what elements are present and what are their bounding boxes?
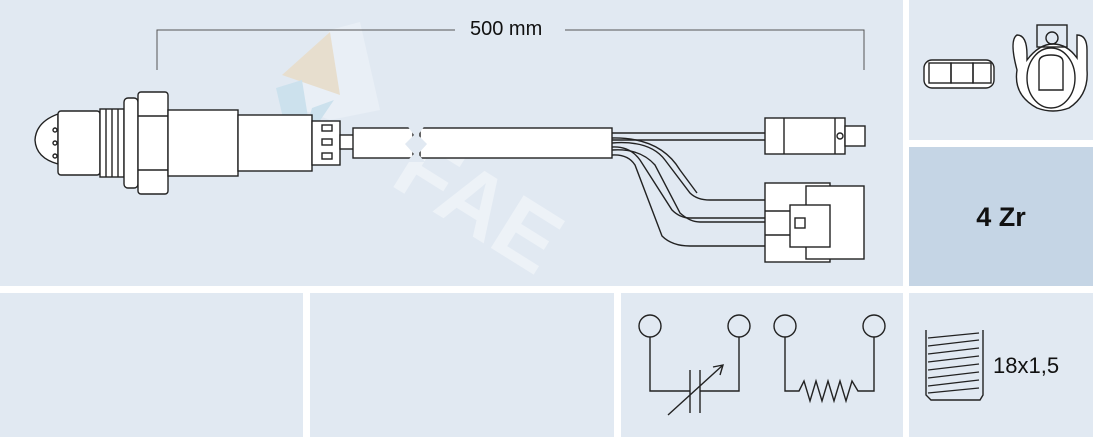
connector-views-panel (909, 0, 1093, 140)
empty-panel-1 (0, 293, 303, 437)
thread-panel: 18x1,5 (909, 293, 1093, 437)
sensor-drawing-panel: FAE (0, 0, 903, 286)
connector-2pin (764, 117, 866, 155)
wire-spec-label: 4 Zr (976, 202, 1026, 232)
dimension-line (156, 29, 865, 70)
circuit-panel (621, 293, 903, 437)
empty-panel-2 (310, 293, 614, 437)
length-dimension-label: 500 mm (470, 18, 543, 40)
heater-resistor-symbol (773, 314, 886, 404)
connector-4pin (764, 182, 865, 263)
sensor-body (34, 91, 341, 195)
cable (339, 124, 765, 247)
thread-icon (925, 330, 984, 401)
wire-spec-panel: 4 Zr (909, 147, 1093, 286)
oxygen-sensor-drawing: FAE (34, 29, 866, 286)
connector-front-views (923, 24, 1088, 112)
sensor-element-symbol (638, 314, 751, 416)
thread-size-label: 18x1,5 (993, 353, 1060, 378)
